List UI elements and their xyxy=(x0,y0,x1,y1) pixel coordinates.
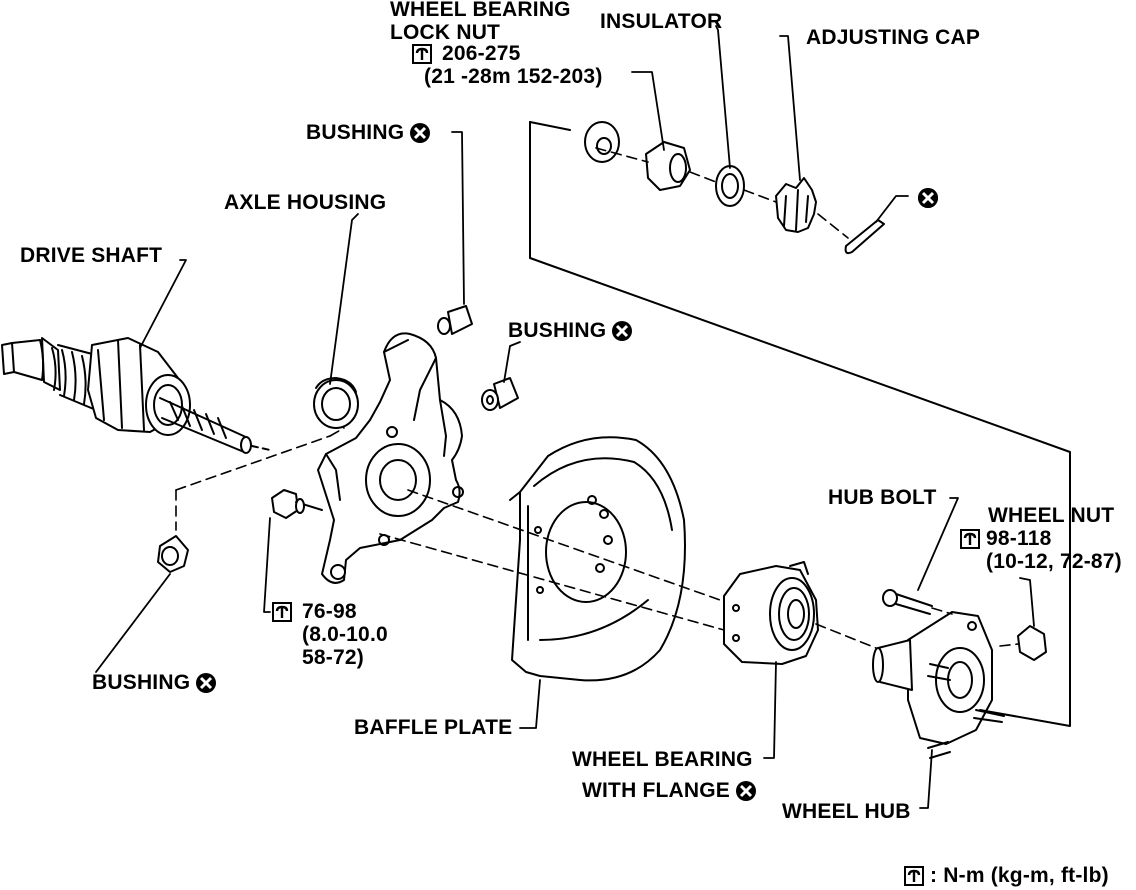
torque-wrench-icon xyxy=(412,44,432,65)
baffle-plate-label: BAFFLE PLATE xyxy=(354,716,513,739)
bushing-bottom-part xyxy=(157,535,189,573)
hub-bolt-label: HUB BOLT xyxy=(828,486,937,509)
cotter-pin-replace xyxy=(918,186,938,209)
torque-wrench-icon xyxy=(904,866,924,887)
wheel-bearing-flange-part xyxy=(723,561,819,665)
label-line: WITH FLANGE xyxy=(582,779,757,802)
lock-nut-torque-label: 206-275 (21 -28m 152-203) xyxy=(412,42,603,88)
torque-value: 76-98 xyxy=(302,600,357,623)
torque-line: (8.0-10.0 xyxy=(302,623,388,646)
label-text: WITH FLANGE xyxy=(582,779,731,802)
torque-line: 206-275 xyxy=(412,42,603,65)
torque-value: 98-118 xyxy=(986,527,1052,550)
wheel-bearing-lock-nut-label: WHEEL BEARING LOCK NUT xyxy=(390,0,571,44)
bushing-mid-label: BUSHING xyxy=(508,319,633,342)
units-text: : N-m (kg-m, ft-lb) xyxy=(930,864,1109,887)
torque-line: 58-72) xyxy=(302,646,364,669)
torque-line: (21 -28m 152-203) xyxy=(424,65,603,88)
adjusting-cap-label: ADJUSTING CAP xyxy=(806,26,981,49)
bolt-torque-label: 76-98 (8.0-10.0 58-72) xyxy=(272,600,388,669)
torque-line: (10-12, 72-87) xyxy=(986,550,1122,573)
wheel-hub-label: WHEEL HUB xyxy=(782,800,911,823)
wheel-nut-part xyxy=(1017,625,1047,661)
label-text: BUSHING xyxy=(508,319,607,342)
label-text: BUSHING xyxy=(92,671,191,694)
knuckle-bolt-part xyxy=(271,489,323,519)
insulator-part xyxy=(715,165,745,207)
torque-line: 98-118 xyxy=(960,527,1122,550)
wheel-nut-label: WHEEL NUT xyxy=(988,504,1115,527)
label-line: WHEEL BEARING xyxy=(390,0,571,21)
wheel-hub-part xyxy=(872,611,1005,759)
bushing-bottom-label: BUSHING xyxy=(92,671,217,694)
label-line: LOCK NUT xyxy=(390,21,501,44)
x-circle-icon xyxy=(612,321,633,342)
bushing-top-label: BUSHING xyxy=(306,121,431,144)
label-line: WHEEL BEARING xyxy=(572,748,753,771)
adjusting-cap-part xyxy=(775,177,817,233)
torque-line: 76-98 xyxy=(272,600,388,623)
bushing-mid-part xyxy=(481,377,519,411)
x-circle-icon xyxy=(196,673,217,694)
hub-bolt-part xyxy=(882,589,933,615)
lock-nut-part xyxy=(645,141,691,191)
x-circle-icon xyxy=(918,188,938,209)
drive-shaft-label: DRIVE SHAFT xyxy=(20,244,163,267)
insulator-label: INSULATOR xyxy=(600,10,723,33)
units-legend: : N-m (kg-m, ft-lb) xyxy=(904,864,1109,887)
washer-part xyxy=(584,121,620,163)
drive-shaft-part xyxy=(1,337,271,454)
axle-housing-part xyxy=(313,332,464,584)
axle-housing-label: AXLE HOUSING xyxy=(224,191,387,214)
label-text: BUSHING xyxy=(306,121,405,144)
torque-value: 206-275 xyxy=(442,42,521,65)
torque-wrench-icon xyxy=(272,602,292,623)
x-circle-icon xyxy=(410,123,431,144)
bushing-top-part xyxy=(437,305,473,335)
x-circle-icon xyxy=(736,781,757,802)
wheel-nut-torque-label: 98-118 (10-12, 72-87) xyxy=(960,527,1122,573)
cotter-pin-part xyxy=(844,219,885,255)
wheel-bearing-flange-label: WHEEL BEARING WITH FLANGE xyxy=(572,748,757,802)
torque-wrench-icon xyxy=(960,529,980,550)
baffle-plate-part xyxy=(509,436,686,682)
